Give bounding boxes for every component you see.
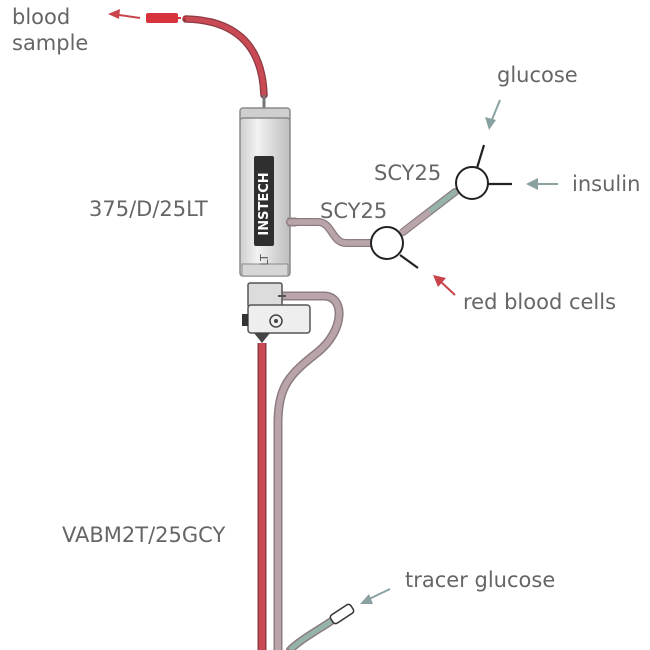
connector-bridge-line xyxy=(397,188,459,237)
syringe-icon xyxy=(329,603,355,625)
blood-sample-arrow-icon xyxy=(108,9,141,19)
vascular-button-icon xyxy=(242,282,311,343)
connector-upper-label: SCY25 xyxy=(374,161,442,185)
blood-sample-plug-icon xyxy=(146,13,178,23)
infusion-line-lower xyxy=(273,291,344,650)
red-blood-cells-arrow-icon xyxy=(433,275,456,296)
swivel-device-icon: INSTECH LT xyxy=(239,107,297,277)
glucose-arrow-icon xyxy=(485,99,501,130)
tracer-glucose-arrow-icon xyxy=(360,588,391,604)
swivel-model-label: 375/D/25LT xyxy=(89,197,208,221)
blood-sample-line xyxy=(108,9,268,108)
button-model-label: VABM2T/25GCY xyxy=(62,523,226,547)
y-connector-icon xyxy=(370,226,419,269)
y-connector-icon xyxy=(455,144,512,200)
connector-lower-label: SCY25 xyxy=(320,199,388,223)
red-blood-cells-label: red blood cells xyxy=(463,290,617,314)
infusion-line-upper xyxy=(286,218,376,247)
device-brand: INSTECH xyxy=(257,172,272,235)
tracer-line xyxy=(286,603,355,650)
insulin-label: insulin xyxy=(572,172,641,196)
blood-sample-label-line1: blood xyxy=(12,5,71,29)
insulin-arrow-icon xyxy=(526,178,558,190)
blood-sample-label: blood sample xyxy=(12,4,88,56)
tracer-glucose-label: tracer glucose xyxy=(405,568,556,592)
glucose-label: glucose xyxy=(497,63,578,87)
blood-sample-label-line2: sample xyxy=(12,31,89,55)
device-model: LT xyxy=(258,254,271,266)
